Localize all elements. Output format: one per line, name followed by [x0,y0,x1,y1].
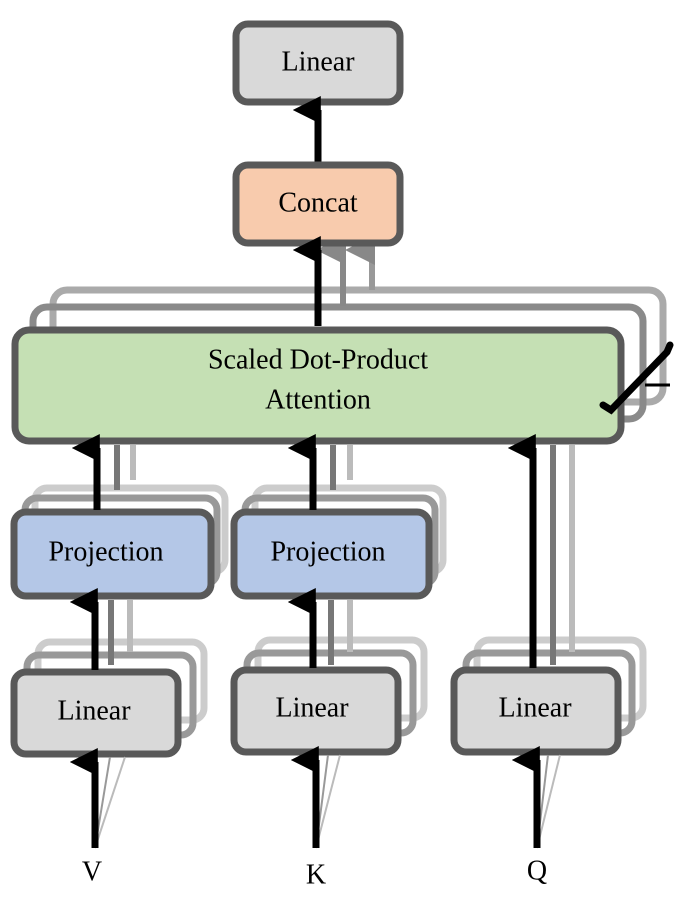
concat-box: Concat [232,161,404,247]
input-k-label: K [306,859,326,890]
input-q-arrows [511,746,561,849]
input-q-label: Q [527,855,547,886]
projection-v-label: Projection [48,536,163,567]
linear-q-box: Linear [450,666,622,756]
linear-k-label: Linear [275,692,349,723]
attention-label-line1: Scaled Dot-Product [208,344,428,375]
projection-v-box: Projection [10,508,215,600]
linear-v-label: Linear [57,695,131,726]
heads-slash-icon [599,341,674,415]
output-linear-label: Linear [281,46,355,77]
concat-label: Concat [278,187,358,218]
input-v-label: V [82,856,102,887]
scaled-dot-product-attention-box: Scaled Dot-Product Attention [11,326,625,445]
attention-label-line2: Attention [265,384,371,415]
input-v-arrows [69,748,126,849]
projection-k-label: Projection [270,536,385,567]
input-k-arrows [290,746,341,849]
output-linear-box: Linear [232,20,404,106]
linear-k-box: Linear [230,666,402,756]
projection-k-box: Projection [230,508,433,600]
linear-v-box: Linear [10,668,182,758]
linear-q-label: Linear [498,692,572,723]
